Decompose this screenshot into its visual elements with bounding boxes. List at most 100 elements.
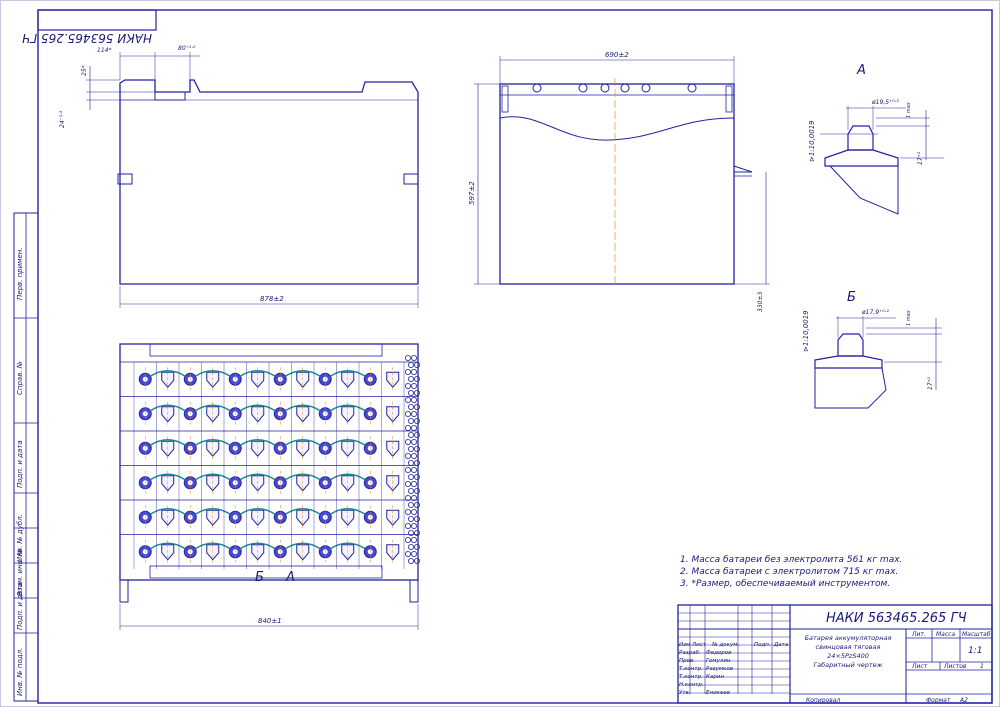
honeycomb-cell [407,530,414,537]
note-1: 1. Масса батареи без электролита 561 кг … [680,555,902,565]
honeycomb-cell [410,494,417,501]
honeycomb-cell [413,473,420,480]
tb-name-1: Гомулин [706,658,731,664]
honeycomb-cell [407,431,414,438]
side-label-1: Справ. № [16,361,24,395]
a-taper: ⊳1:10,0019 [808,120,816,162]
cell-connector [194,404,231,412]
tb-header-izm: Изм [679,642,690,648]
honeycomb-cell [407,487,414,494]
mass-label: Масса [936,631,955,638]
dim-inner-length: 840±1 [258,617,282,625]
cell-connector [194,370,231,377]
tb-role-4: Н.контр. [679,682,704,688]
honeycomb-cell [410,382,417,389]
dim-top-left-b: 80⁺¹·⁵ [178,45,196,52]
honeycomb-cell [404,354,411,361]
honeycomb-cell [407,501,414,508]
tb-header-sign: Подп. [754,642,771,648]
title-code: НАКИ 563465.265 ГЧ [826,611,967,626]
honeycomb-cell [413,361,420,368]
side-label-2: Подп. и дата [16,440,24,488]
cell-connector [149,508,186,515]
product-name-2: свинцовая тяговая [816,643,881,651]
honeycomb-cell [410,466,417,473]
honeycomb-cell [413,389,420,396]
product-name-1: Батарея аккумуляторная [805,634,892,642]
honeycomb-cell [404,382,411,389]
side-label-0: Перв. примен. [16,247,24,300]
honeycomb-cell [413,375,420,382]
honeycomb-cell [413,487,420,494]
cell-connector [284,473,321,481]
honeycomb-cell [404,466,411,473]
note-2: 2. Масса батареи с электролитом 715 кг m… [680,567,898,577]
scale-label: Масштаб [962,631,991,638]
tb-role-1: Пров. [679,658,695,664]
honeycomb-cell [404,410,411,417]
honeycomb-cell [410,424,417,431]
title-block-grid [678,612,790,694]
honeycomb-cell [410,508,417,515]
honeycomb-cell [404,523,411,530]
tb-role-2: Т.контр. [679,666,703,672]
honeycomb-cell [413,417,420,424]
cell-connector [149,370,186,377]
stamp-box [37,9,157,31]
honeycomb-cell [404,452,411,459]
view-a-label: А [856,63,866,78]
copied-label: Копировал [806,697,840,704]
honeycomb-cell [407,544,414,551]
dim-width-top: 690±2 [605,51,629,59]
front-view: 878±2 114* 80⁺¹·⁵ 25* 24⁻¹·⁵ [59,45,419,308]
detail-view-b: Б ø17,9⁺⁰·² ⊳1:10,0019 1 max 17⁺² [802,290,942,409]
honeycomb-cell [413,445,420,452]
cell-connector [149,542,186,550]
cell-connector [329,473,366,481]
product-name-3: 24×5PzS400 [827,652,869,660]
sheet-label: Лист [911,663,928,670]
sheets-label: Листов [943,663,967,670]
dim-top-left-a: 114* [97,47,111,54]
side-label-5: Подп. и дата [16,582,24,630]
honeycomb-cell [410,452,417,459]
b-height-2: 17⁺² [927,376,934,390]
cell-connector [194,542,231,550]
honeycomb-cell [413,544,420,551]
honeycomb-cell [413,431,420,438]
honeycomb-cell [407,516,414,523]
cell-connector [194,508,231,515]
view-b-label: Б [847,290,856,305]
cell-connector [194,473,231,481]
b-diameter: ø17,9⁺⁰·² [861,309,890,316]
scale-value: 1:1 [968,646,982,656]
plan-view: 840±1 Б А [119,343,420,630]
tb-name-5: Еникеев [706,690,730,696]
honeycomb-cell [407,445,414,452]
stamp-mirrored-text: НАКИ 563465.265 ГЧ [22,31,152,45]
honeycomb-cell [404,396,411,403]
honeycomb-cell [404,424,411,431]
dim-bottom-offset: 330±3 [757,292,764,312]
cell-connector [149,404,186,412]
cell-connector [284,508,321,515]
honeycomb-cell [404,368,411,375]
honeycomb-cell [404,537,411,544]
cell-connector [329,439,366,446]
cell-connector [194,439,231,446]
honeycomb-cell [410,551,417,558]
dim-overall-length: 878±2 [260,295,284,303]
tb-name-0: Федоров [706,650,731,656]
note-3: 3. *Размер, обеспечиваемый инструментом. [680,579,890,589]
plan-honeycomb [404,354,420,565]
cell-connector [239,370,276,377]
honeycomb-cell [407,375,414,382]
tb-role-3: Т.контр. [679,674,703,680]
side-label-6: Инв. № подл. [16,648,24,696]
cell-connector [239,542,276,550]
cell-connector [284,404,321,412]
cell-connector [284,542,321,550]
side-strip: Перв. примен. Справ. № Подп. и дата Инв.… [13,212,39,702]
cell-connector [239,439,276,446]
